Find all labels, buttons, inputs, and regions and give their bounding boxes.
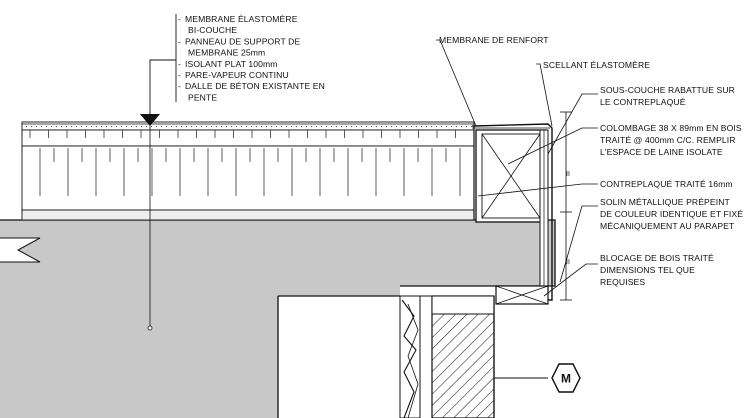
wall-section [399,295,495,418]
plywood-label: CONTREPLAQUÉ TRAITÉ 16mm [600,179,733,189]
blocking-label: REQUISES [600,277,645,287]
callout-arrow-icon [140,114,160,126]
flashing-label: MÉCANIQUEMENT AU PARAPET [600,221,735,231]
layer-bullet: - [178,81,181,91]
layer-bullet: - [178,36,181,46]
layer-line: BI-COUCHE [188,25,237,35]
flashing-label: DE COULEUR IDENTIQUE ET FIXÉ [600,209,743,219]
layer-line: PANNEAU DE SUPPORT DE [185,36,300,46]
layer-line: MEMBRANE 25mm [188,48,265,58]
roof-layers [21,121,475,221]
layer-line: PARE-VAPEUR CONTINU [185,70,289,80]
section-marker: M [494,363,581,393]
blocking-label: BLOCAGE DE BOIS TRAITÉ [600,253,714,263]
layer-bullet: - [178,14,181,24]
dim-mark-upper: II [566,171,570,178]
top-leaders [436,39,553,127]
underlay-label: LE CONTREPLAQUÉ [600,97,686,107]
right-leaders [477,93,598,301]
dim-mark-lower: II [566,259,570,266]
flashing-label: SOLIN MÉTALLIQUE PRÉPEINT [600,197,730,207]
stud-label: TRAITÉ @ 400mm C/C. REMPLIR [600,135,736,145]
layer-line: DALLE DE BÉTON EXISTANTE EN [185,81,325,91]
parapet-frame [472,123,553,305]
underlay-label: SOUS-COUCHE RABATTUE SUR [600,85,735,95]
stud-label: L'ESPACE DE LAINE ISOLATE [600,147,723,157]
stud-label: COLOMBAGE 38 X 89mm EN BOIS [600,123,742,133]
sealant-label: SCELLANT ÉLASTOMÈRE [543,60,650,70]
insulation-ticks [39,148,475,196]
section-marker-text: M [561,372,571,386]
blocking-label: DIMENSIONS TEL QUE [600,265,695,275]
layer-bullet: - [178,59,181,69]
support-panel-ticks [29,130,456,138]
layer-line: PENTE [188,92,217,102]
layer-line: MEMBRANE ÉLASTOMÈRE [185,14,298,24]
layers-callout-leader [147,14,177,331]
reinforcement-label: MEMBRANE DE RENFORT [439,35,549,45]
layer-bullet: - [178,70,181,80]
right-labels: SOUS-COUCHE RABATTUE SUR LE CONTREPLAQUÉ C… [600,85,743,287]
layer-line: ISOLANT PLAT 100mm [185,59,278,69]
